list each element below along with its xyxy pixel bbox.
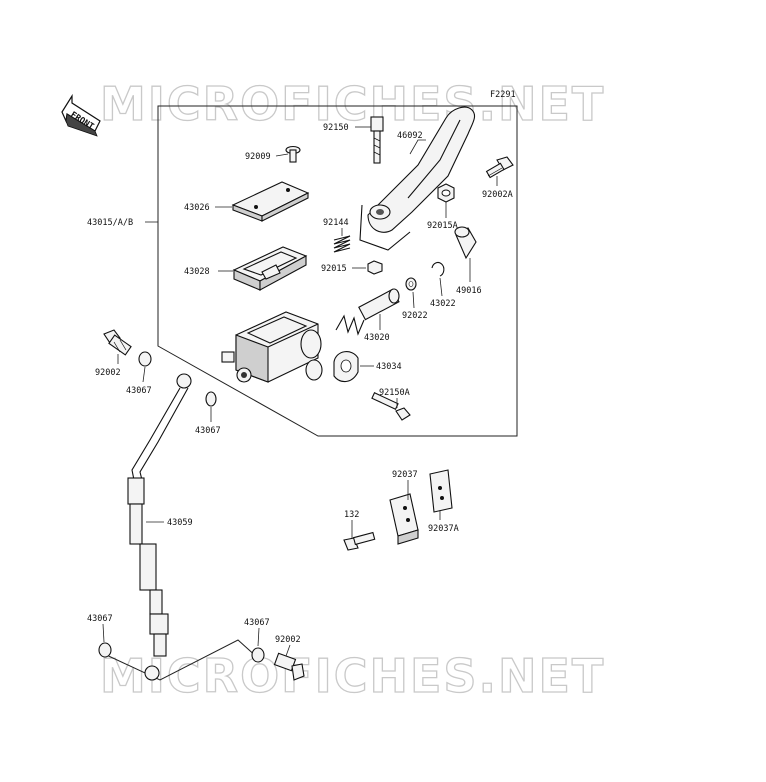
label-43034: 43034 bbox=[376, 362, 402, 372]
nut-92015A-icon bbox=[437, 183, 455, 203]
label-92009: 92009 bbox=[245, 152, 271, 162]
label-92150: 92150 bbox=[323, 123, 349, 133]
label-92037: 92037 bbox=[392, 470, 418, 480]
washer-92022-icon bbox=[405, 277, 417, 291]
label-43022: 43022 bbox=[430, 299, 456, 309]
reservoir-cover-43026-icon bbox=[231, 181, 310, 222]
banjo-bolt-92002-top-icon bbox=[103, 329, 132, 356]
label-43067-a: 43067 bbox=[126, 386, 152, 396]
label-43059: 43059 bbox=[167, 518, 193, 528]
label-46092: 46092 bbox=[397, 131, 423, 141]
label-92002A: 92002A bbox=[482, 190, 513, 200]
label-43026: 43026 bbox=[184, 203, 210, 213]
spring-92144-icon bbox=[333, 235, 351, 253]
label-92015: 92015 bbox=[321, 264, 347, 274]
master-cylinder-body-icon bbox=[221, 311, 323, 383]
label-92144: 92144 bbox=[323, 218, 349, 228]
figure-code: F2291 bbox=[490, 90, 516, 100]
clamp-43034-icon bbox=[333, 351, 359, 383]
label-43015AB: 43015/A/B bbox=[87, 218, 133, 228]
watermark-bottom: MICROFICHES.NET bbox=[100, 649, 605, 703]
label-43067-c: 43067 bbox=[87, 614, 113, 624]
label-92037A: 92037A bbox=[428, 524, 459, 534]
label-43028: 43028 bbox=[184, 267, 210, 277]
diaphragm-43028-icon bbox=[232, 246, 308, 291]
piston-kit-43020-icon bbox=[335, 288, 400, 336]
washer-43067-c-icon bbox=[98, 642, 112, 658]
front-arrow-icon: FRONT bbox=[61, 93, 101, 137]
label-43067-d: 43067 bbox=[244, 618, 270, 628]
leader-lines bbox=[102, 126, 498, 657]
bolt-92150-icon bbox=[370, 116, 384, 164]
label-92022: 92022 bbox=[402, 311, 428, 321]
brake-hose-43059-icon bbox=[127, 373, 192, 681]
label-92015A: 92015A bbox=[427, 221, 458, 231]
hose-route-line bbox=[99, 639, 259, 681]
nut-92015-icon bbox=[367, 260, 383, 275]
label-92002-top: 92002 bbox=[95, 368, 121, 378]
watermark-top: MICROFICHES.NET bbox=[100, 77, 605, 131]
banjo-bolt-92002-bottom-icon bbox=[273, 652, 305, 681]
washer-43067-a-icon bbox=[138, 351, 152, 367]
circlip-43022-icon bbox=[431, 261, 445, 277]
hose-clamp-92037A-icon bbox=[429, 469, 453, 513]
bolt-132-icon bbox=[343, 531, 376, 551]
boot-49016-icon bbox=[454, 226, 477, 260]
label-92002-bottom: 92002 bbox=[275, 635, 301, 645]
label-43020: 43020 bbox=[364, 333, 390, 343]
part-labels: 92150 46092 92009 92002A 43026 92015A 43… bbox=[87, 123, 513, 645]
label-132: 132 bbox=[344, 510, 359, 520]
label-43067-b: 43067 bbox=[195, 426, 221, 436]
label-49016: 49016 bbox=[456, 286, 482, 296]
screw-92009-icon bbox=[285, 145, 301, 163]
master-cylinder-frame bbox=[157, 105, 518, 437]
label-92150A: 92150A bbox=[379, 388, 410, 398]
hose-clamp-92037-icon bbox=[389, 493, 419, 545]
washer-43067-d-icon bbox=[251, 647, 265, 663]
bolt-92002A-icon bbox=[485, 156, 514, 179]
washer-43067-b-icon bbox=[205, 391, 217, 407]
brake-lever-46092-icon bbox=[359, 106, 476, 251]
